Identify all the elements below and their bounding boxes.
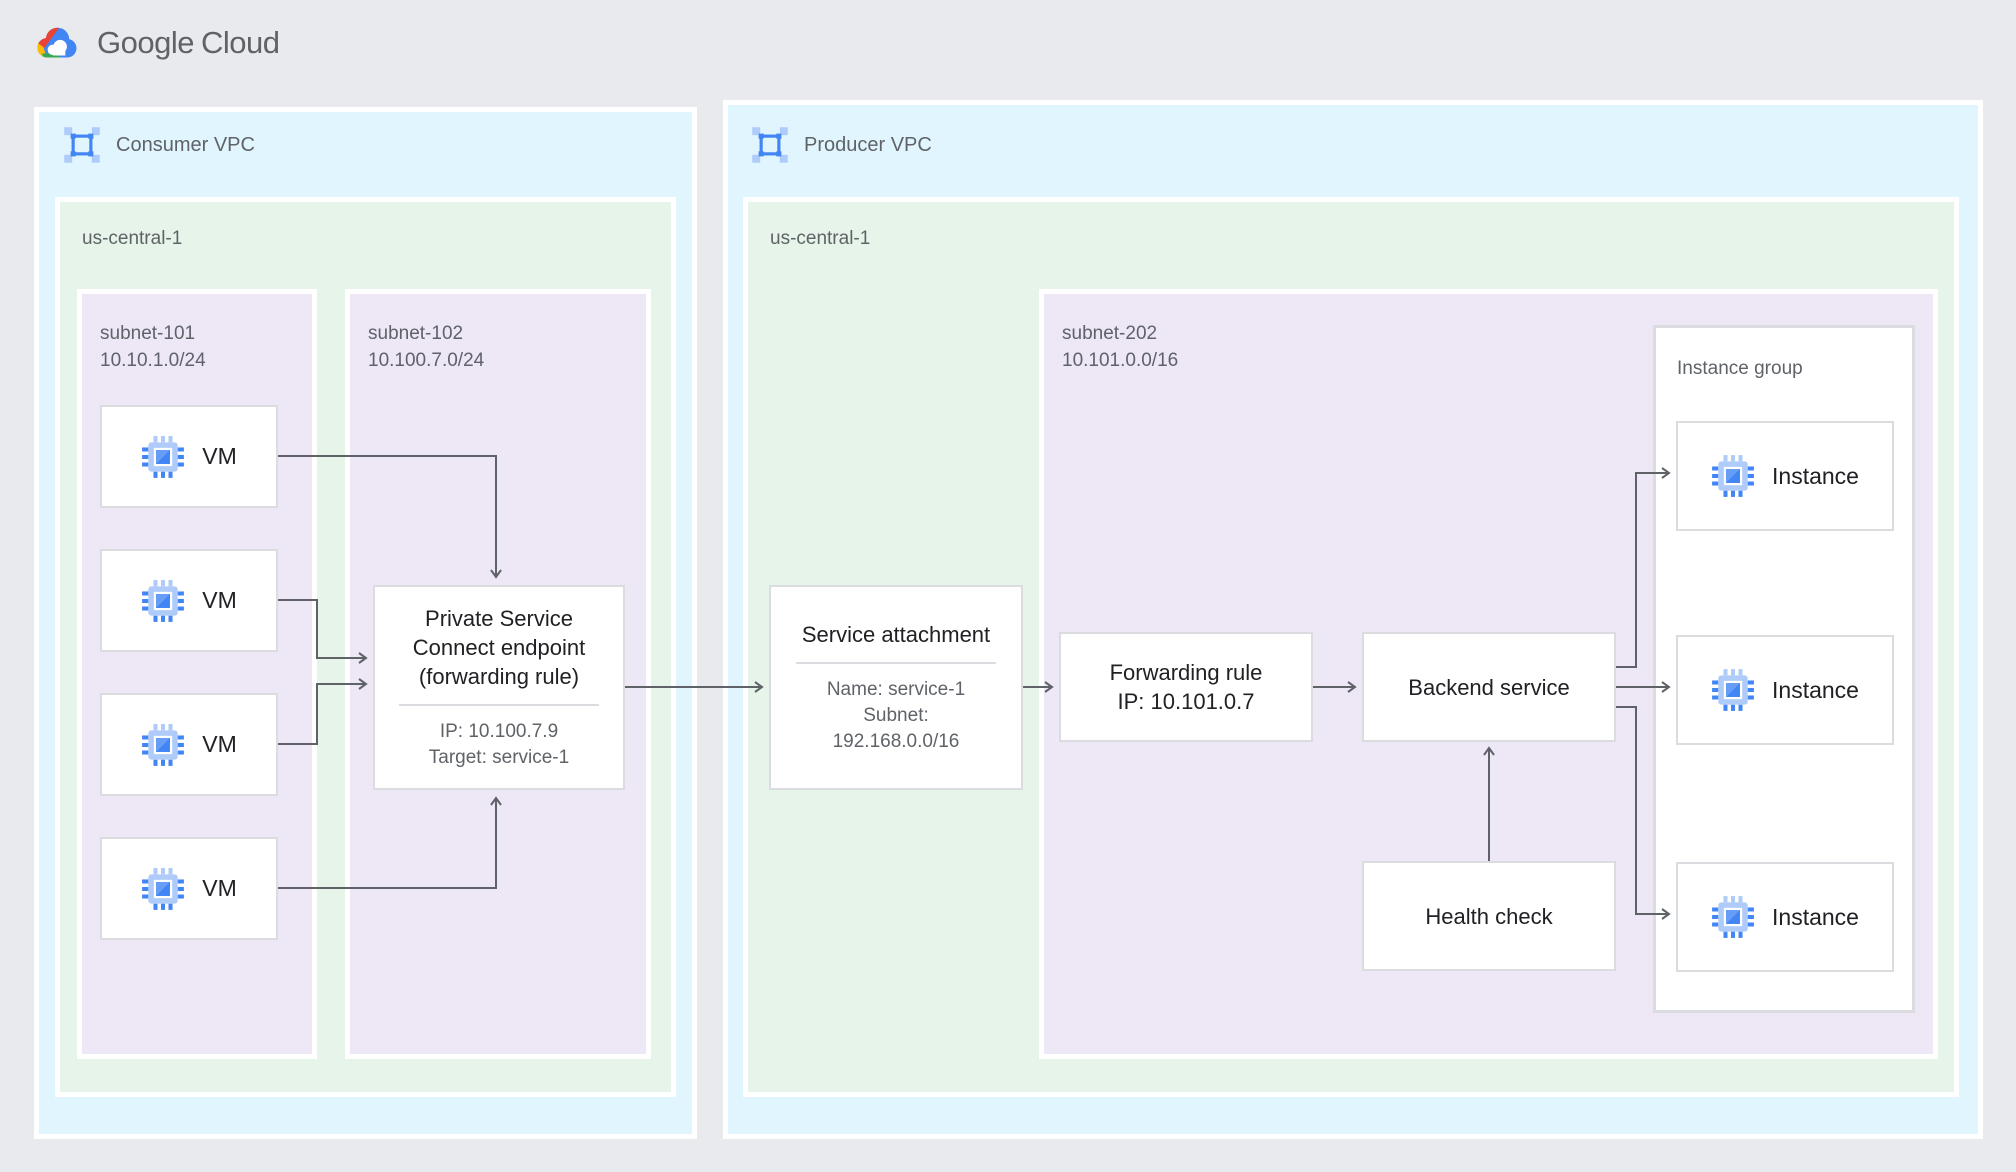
- subnet-102-name: subnet-102: [368, 323, 464, 344]
- psc-endpoint-card: Private Service Connect endpoint (forwar…: [373, 585, 625, 790]
- forwarding-rule-card: Forwarding rule IP: 10.101.0.7: [1059, 632, 1313, 742]
- instance-label: Instance: [1772, 676, 1859, 703]
- subnet-101-name: subnet-101: [100, 323, 196, 344]
- consumer-region: us-central-1 subnet-101 10.10.1.0/24: [55, 197, 676, 1097]
- subnet-102: subnet-102 10.100.7.0/24 Private Service…: [345, 289, 651, 1059]
- consumer-region-label: us-central-1: [82, 228, 183, 249]
- card-divider: [796, 662, 996, 664]
- subnet-102-label: subnet-102 10.100.7.0/24: [368, 320, 484, 374]
- logo-cloud-text: Cloud: [200, 25, 280, 60]
- subnet-202-label: subnet-202 10.101.0.0/16: [1062, 320, 1178, 374]
- compute-engine-icon: [142, 867, 185, 910]
- instance-card-1: Instance: [1676, 421, 1894, 531]
- backend-service-card: Backend service: [1362, 632, 1616, 742]
- instance-group: Instance group: [1653, 325, 1915, 1013]
- psc-title-line1: Private Service: [425, 606, 573, 631]
- service-attachment-card: Service attachment Name: service-1 Subne…: [769, 585, 1023, 790]
- vm-label: VM: [202, 443, 237, 469]
- consumer-vpc-header: Consumer VPC: [63, 126, 255, 164]
- instance-label: Instance: [1772, 462, 1859, 489]
- psc-target: Target: service-1: [428, 747, 570, 768]
- subnet-101: subnet-101 10.10.1.0/24: [77, 289, 317, 1059]
- instance-label: Instance: [1772, 903, 1859, 930]
- producer-vpc-label: Producer VPC: [804, 133, 932, 156]
- psc-title-line2: Connect endpoint: [412, 635, 586, 660]
- google-cloud-icon: [37, 27, 77, 58]
- producer-region: us-central-1 Service attachment Name: se…: [743, 197, 1959, 1097]
- vm-label: VM: [202, 875, 237, 901]
- consumer-vpc-label: Consumer VPC: [116, 133, 255, 156]
- compute-engine-icon: [1712, 455, 1754, 497]
- consumer-vpc: Consumer VPC us-central-1 subnet-101 10.…: [34, 107, 697, 1139]
- subnet-101-label: subnet-101 10.10.1.0/24: [100, 320, 206, 374]
- compute-engine-icon: [142, 579, 185, 622]
- vm-label: VM: [202, 587, 237, 613]
- instance-group-label: Instance group: [1677, 358, 1803, 379]
- producer-region-label: us-central-1: [770, 228, 871, 249]
- subnet-202-cidr: 10.101.0.0/16: [1062, 350, 1179, 371]
- producer-vpc-header: Producer VPC: [751, 126, 932, 164]
- logo-google-text: Google: [97, 25, 194, 60]
- card-divider: [399, 704, 599, 706]
- vm-card-3: VM: [100, 693, 278, 796]
- vm-card-4: VM: [100, 837, 278, 940]
- vm-card-1: VM: [100, 405, 278, 508]
- psc-title-line3: (forwarding rule): [418, 664, 580, 689]
- compute-engine-icon: [1712, 669, 1754, 711]
- health-check-card: Health check: [1362, 861, 1616, 971]
- compute-engine-icon: [142, 723, 185, 766]
- instance-card-3: Instance: [1676, 862, 1894, 972]
- subnet-102-cidr: 10.100.7.0/24: [368, 350, 485, 371]
- compute-engine-icon: [142, 435, 185, 478]
- forwarding-rule-ip: IP: 10.101.0.7: [1117, 689, 1255, 714]
- forwarding-rule-title: Forwarding rule: [1109, 660, 1263, 685]
- vpc-network-icon: [64, 127, 100, 163]
- backend-service-title: Backend service: [1408, 674, 1570, 700]
- subnet-202-name: subnet-202: [1062, 323, 1158, 344]
- vpc-network-icon: [752, 127, 788, 163]
- producer-vpc: Producer VPC us-central-1 Service attach…: [723, 100, 1983, 1139]
- vm-card-2: VM: [100, 549, 278, 652]
- service-attachment-subnet-label: Subnet:: [863, 705, 929, 726]
- service-attachment-title: Service attachment: [801, 622, 991, 647]
- health-check-title: Health check: [1425, 903, 1553, 929]
- service-attachment-subnet-cidr: 192.168.0.0/16: [832, 731, 960, 752]
- compute-engine-icon: [1712, 896, 1754, 938]
- instance-card-2: Instance: [1676, 635, 1894, 745]
- vm-label: VM: [202, 731, 237, 757]
- service-attachment-name: Name: service-1: [826, 679, 966, 700]
- subnet-202: subnet-202 10.101.0.0/16 Forwarding rule…: [1039, 289, 1938, 1059]
- subnet-101-cidr: 10.10.1.0/24: [100, 350, 206, 371]
- psc-ip: IP: 10.100.7.9: [439, 721, 559, 742]
